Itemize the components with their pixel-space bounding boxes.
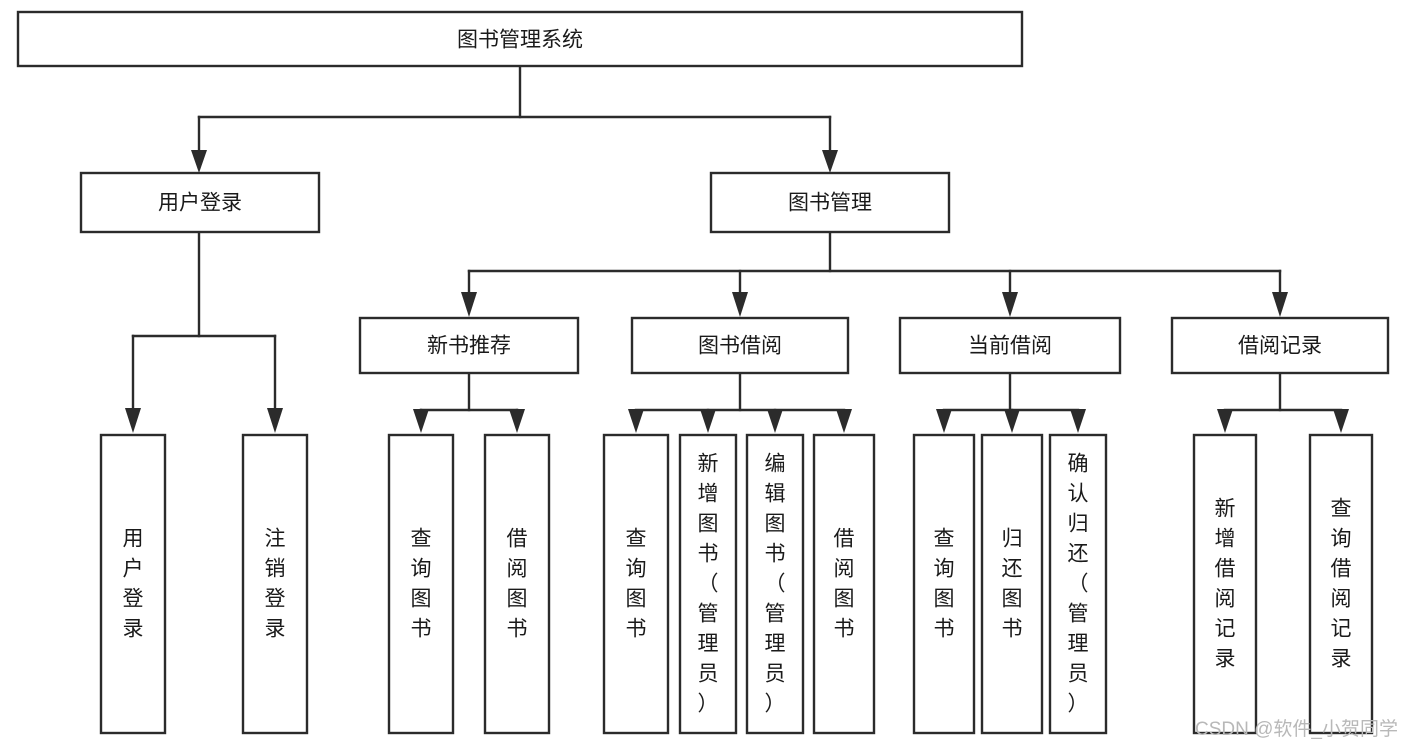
arrow-head-leaf-user-login bbox=[125, 408, 141, 433]
csdn-watermark: CSDN @软件_小贺同学 bbox=[1195, 718, 1398, 740]
node-leaf-edit-book-box[interactable] bbox=[745, 433, 805, 735]
node-leaf-user-login[interactable]: 用户登录 bbox=[99, 433, 167, 735]
node-book-manage[interactable]: 图书管理 bbox=[709, 171, 951, 234]
node-borrow-record-box[interactable] bbox=[1170, 316, 1390, 375]
node-leaf-user-login-box[interactable] bbox=[99, 433, 167, 735]
node-user-login-box[interactable] bbox=[79, 171, 321, 234]
node-leaf-query-book-1[interactable]: 查询图书 bbox=[387, 433, 455, 735]
node-leaf-query-book-1-box[interactable] bbox=[387, 433, 455, 735]
node-book-borrow[interactable]: 图书借阅 bbox=[630, 316, 850, 375]
node-current-borrow[interactable]: 当前借阅 bbox=[898, 316, 1122, 375]
node-book-manage-label: 图书管理 bbox=[788, 192, 872, 215]
arrow-head-leaf-return-book bbox=[1004, 409, 1020, 433]
node-leaf-logout-login[interactable]: 注销登录 bbox=[241, 433, 309, 735]
arrow-head-leaf-query-book-2 bbox=[628, 409, 644, 433]
node-leaf-return-book-label: 归还图书 bbox=[1002, 528, 1023, 641]
node-book-manage-box[interactable] bbox=[709, 171, 951, 234]
node-leaf-add-borrow-record-box[interactable] bbox=[1192, 433, 1258, 735]
node-book-borrow-box[interactable] bbox=[630, 316, 850, 375]
node-leaf-borrow-book-2[interactable]: 借阅图书 bbox=[812, 433, 876, 735]
node-leaf-borrow-book-1-box[interactable] bbox=[483, 433, 551, 735]
arrow-head-book-borrow bbox=[732, 292, 748, 317]
node-leaf-query-borrow-record-label: 查询借阅记录 bbox=[1331, 498, 1352, 671]
node-leaf-borrow-book-1[interactable]: 借阅图书 bbox=[483, 433, 551, 735]
node-leaf-borrow-book-1-label: 借阅图书 bbox=[507, 528, 528, 641]
node-leaf-query-borrow-record[interactable]: 查询借阅记录 bbox=[1308, 433, 1374, 735]
arrow-head-user-login bbox=[191, 150, 207, 173]
arrow-head-leaf-add-book bbox=[700, 409, 716, 433]
arrow-head-leaf-edit-book bbox=[767, 409, 783, 433]
node-leaf-user-login-label: 用户登录 bbox=[123, 528, 144, 641]
connector-layer bbox=[125, 64, 1349, 433]
node-new-book-recommend[interactable]: 新书推荐 bbox=[358, 316, 580, 375]
node-leaf-confirm-return-box[interactable] bbox=[1048, 433, 1108, 735]
node-root-label: 图书管理系统 bbox=[457, 29, 583, 52]
node-leaf-query-book-1-label: 查询图书 bbox=[411, 528, 432, 641]
node-leaf-return-book-box[interactable] bbox=[980, 433, 1044, 735]
node-leaf-borrow-book-2-label: 借阅图书 bbox=[834, 528, 855, 641]
node-leaf-confirm-return-label: 确认归还（管理员） bbox=[1068, 453, 1089, 716]
arrow-head-new-book-recommend bbox=[461, 292, 477, 317]
node-leaf-query-book-3-box[interactable] bbox=[912, 433, 976, 735]
node-user-login[interactable]: 用户登录 bbox=[79, 171, 321, 234]
node-leaf-add-book[interactable]: 新增图书（管理员） bbox=[678, 433, 738, 735]
node-leaf-query-book-2-box[interactable] bbox=[602, 433, 670, 735]
arrow-head-book-manage bbox=[822, 150, 838, 173]
node-leaf-logout-login-box[interactable] bbox=[241, 433, 309, 735]
node-book-borrow-label: 图书借阅 bbox=[698, 335, 782, 358]
arrow-head-leaf-query-book-3 bbox=[936, 409, 952, 433]
node-leaf-add-book-box[interactable] bbox=[678, 433, 738, 735]
node-leaf-logout-login-label: 注销登录 bbox=[265, 528, 286, 641]
node-leaf-return-book[interactable]: 归还图书 bbox=[980, 433, 1044, 735]
arrow-head-leaf-query-book-1 bbox=[413, 409, 429, 433]
node-borrow-record-label: 借阅记录 bbox=[1238, 335, 1322, 358]
node-user-login-label: 用户登录 bbox=[158, 192, 242, 215]
node-leaf-edit-book-label: 编辑图书（管理员） bbox=[765, 453, 786, 716]
arrow-head-borrow-record bbox=[1272, 292, 1288, 317]
node-leaf-query-borrow-record-box[interactable] bbox=[1308, 433, 1374, 735]
node-current-borrow-label: 当前借阅 bbox=[968, 335, 1052, 358]
arrow-head-leaf-logout-login bbox=[267, 408, 283, 433]
arrow-head-current-borrow bbox=[1002, 292, 1018, 317]
arrow-head-leaf-confirm-return bbox=[1070, 409, 1086, 433]
node-leaf-query-book-2-label: 查询图书 bbox=[626, 528, 647, 641]
node-leaf-query-book-3-label: 查询图书 bbox=[934, 528, 955, 641]
node-root-box[interactable] bbox=[16, 10, 1024, 68]
node-borrow-record[interactable]: 借阅记录 bbox=[1170, 316, 1390, 375]
arrow-head-leaf-add-borrow-record bbox=[1217, 409, 1233, 433]
node-leaf-confirm-return[interactable]: 确认归还（管理员） bbox=[1048, 433, 1108, 735]
arrow-head-leaf-query-borrow-record bbox=[1333, 409, 1349, 433]
node-new-book-recommend-box[interactable] bbox=[358, 316, 580, 375]
node-root[interactable]: 图书管理系统 bbox=[16, 10, 1024, 68]
node-current-borrow-box[interactable] bbox=[898, 316, 1122, 375]
node-leaf-add-borrow-record-label: 新增借阅记录 bbox=[1215, 498, 1236, 671]
node-leaf-add-borrow-record[interactable]: 新增借阅记录 bbox=[1192, 433, 1258, 735]
arrow-head-leaf-borrow-book-1 bbox=[509, 409, 525, 433]
node-leaf-add-book-label: 新增图书（管理员） bbox=[698, 453, 719, 716]
node-leaf-query-book-2[interactable]: 查询图书 bbox=[602, 433, 670, 735]
node-leaf-edit-book[interactable]: 编辑图书（管理员） bbox=[745, 433, 805, 735]
node-new-book-recommend-label: 新书推荐 bbox=[427, 335, 511, 358]
node-leaf-borrow-book-2-box[interactable] bbox=[812, 433, 876, 735]
arrow-head-leaf-borrow-book-2 bbox=[836, 409, 852, 433]
node-leaf-query-book-3[interactable]: 查询图书 bbox=[912, 433, 976, 735]
